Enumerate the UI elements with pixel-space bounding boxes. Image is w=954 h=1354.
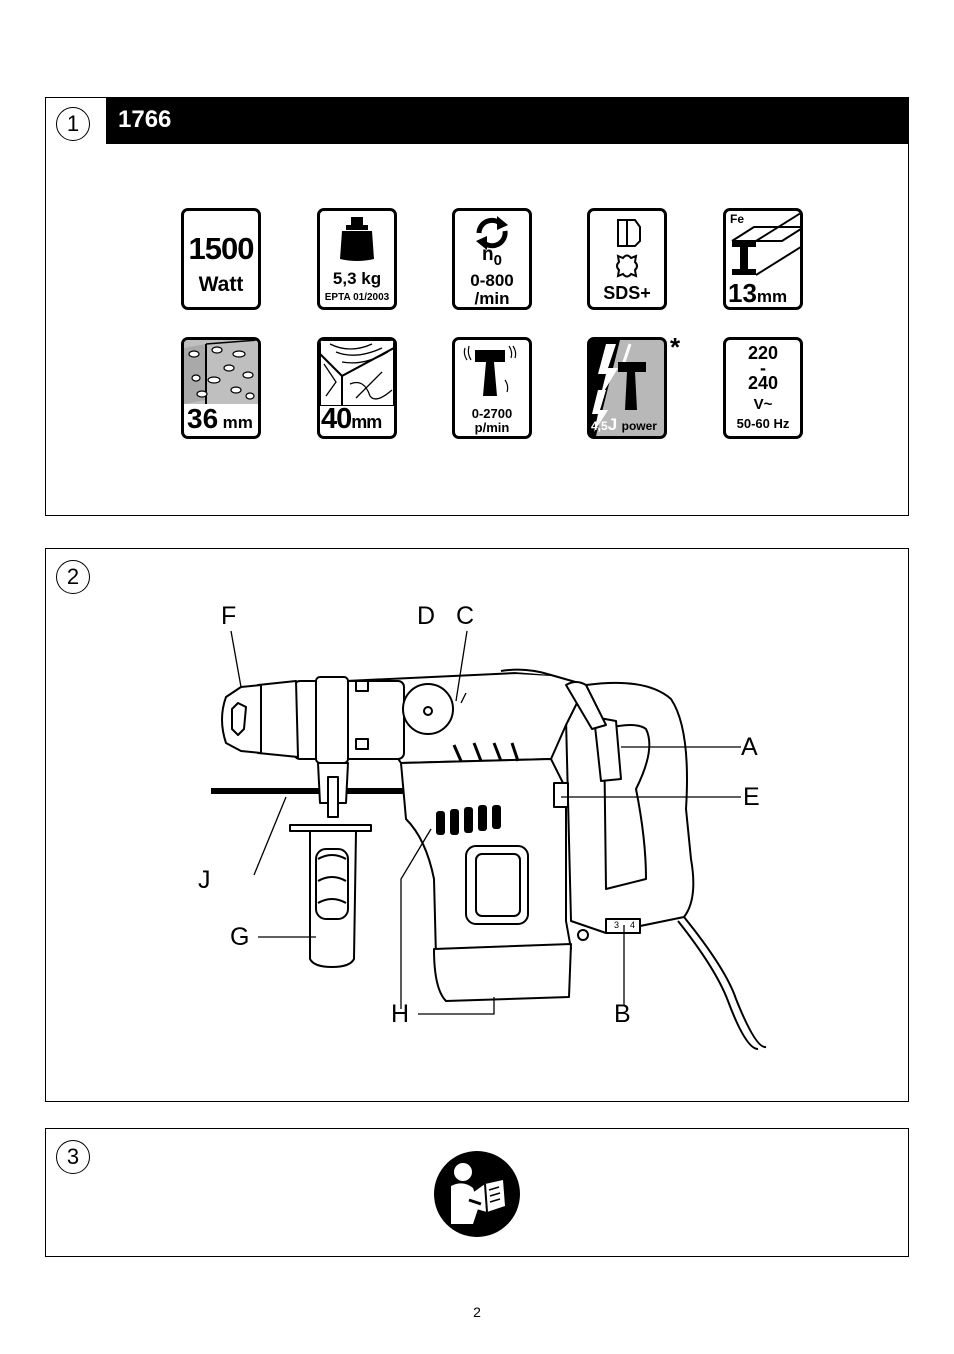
voltage-line5: 50-60 Hz <box>736 416 790 431</box>
weight-icon-graphic <box>340 217 374 261</box>
energy-asterisk: * <box>670 332 681 362</box>
hammer-icon <box>463 345 517 396</box>
label-d: D <box>417 602 436 630</box>
label-a: A <box>741 733 758 761</box>
weight-value: 5,3 kg <box>332 269 382 288</box>
label-j: J <box>198 866 211 894</box>
speed-icon: n0 0-800 /min <box>452 208 532 310</box>
voltage-line4: V~ <box>753 396 773 413</box>
weight-icon: 5,3 kg EPTA 01/2003 <box>317 208 397 310</box>
voltage-line1: 220 <box>747 343 779 363</box>
steel-capacity: 13mm <box>728 278 788 308</box>
steel-beam-icon <box>731 212 800 276</box>
impact-energy-icon: 4,5J power <box>587 337 667 439</box>
speed-unit: /min <box>474 289 510 308</box>
wood-capacity-icon: 40mm <box>317 337 397 439</box>
label-c: C <box>456 602 475 630</box>
chuck-icon-graphic <box>616 219 641 278</box>
power-value: 1500 <box>188 231 255 266</box>
steel-capacity-icon: Fe 13mm <box>723 208 803 310</box>
panel-number: 2 <box>56 560 90 594</box>
voltage-line2: - <box>760 358 766 378</box>
rotation-arrows-icon <box>476 216 508 250</box>
label-g: G <box>230 923 250 951</box>
speed-symbol: n0 <box>482 244 502 269</box>
panel-number: 1 <box>56 107 90 141</box>
energy-rating: 4,5J power <box>591 415 657 434</box>
label-e: E <box>743 783 760 811</box>
energy-hammer-icon <box>592 340 664 436</box>
impact-rate-icon: 0-2700 p/min <box>452 337 532 439</box>
wood-block-icon <box>320 340 394 406</box>
sds-chuck-icon: SDS+ <box>587 208 667 310</box>
switch-mark-right: 4 <box>630 920 636 930</box>
model-number: 1766 <box>118 106 172 133</box>
voltage-line3: 240 <box>747 373 779 393</box>
power-icon: 1500 Watt <box>181 208 261 310</box>
power-unit: Watt <box>198 273 244 296</box>
panel-specifications: 1 1766 1500 Watt 5,3 kg EPTA 01/2003 n0 … <box>45 97 909 516</box>
read-manual-icon <box>434 1151 520 1237</box>
impact-unit: p/min <box>474 420 510 435</box>
concrete-block-icon <box>184 340 258 404</box>
label-b: B <box>614 1000 631 1028</box>
impact-value: 0-2700 <box>471 406 513 421</box>
rotary-hammer-illustration <box>211 630 767 1050</box>
concrete-capacity-icon: 36 mm <box>181 337 261 439</box>
panel-tool-overview: 2 <box>45 548 909 1102</box>
steel-material: Fe <box>730 212 745 226</box>
label-h: H <box>391 1000 410 1028</box>
voltage-icon: 220 - 240 V~ 50-60 Hz <box>723 337 803 439</box>
wood-capacity: 40mm <box>321 403 382 435</box>
speed-value: 0-800 <box>470 271 514 290</box>
switch-mark-left: 3 <box>614 920 620 930</box>
page-number: 2 <box>473 1304 481 1320</box>
panel-read-manual: 3 <box>45 1128 909 1257</box>
model-title-bar: 1766 <box>106 98 908 144</box>
panel-number: 3 <box>56 1140 90 1174</box>
label-f: F <box>221 602 237 630</box>
concrete-capacity: 36 mm <box>187 403 253 434</box>
sds-label: SDS+ <box>603 283 651 303</box>
weight-standard: EPTA 01/2003 <box>324 292 390 303</box>
